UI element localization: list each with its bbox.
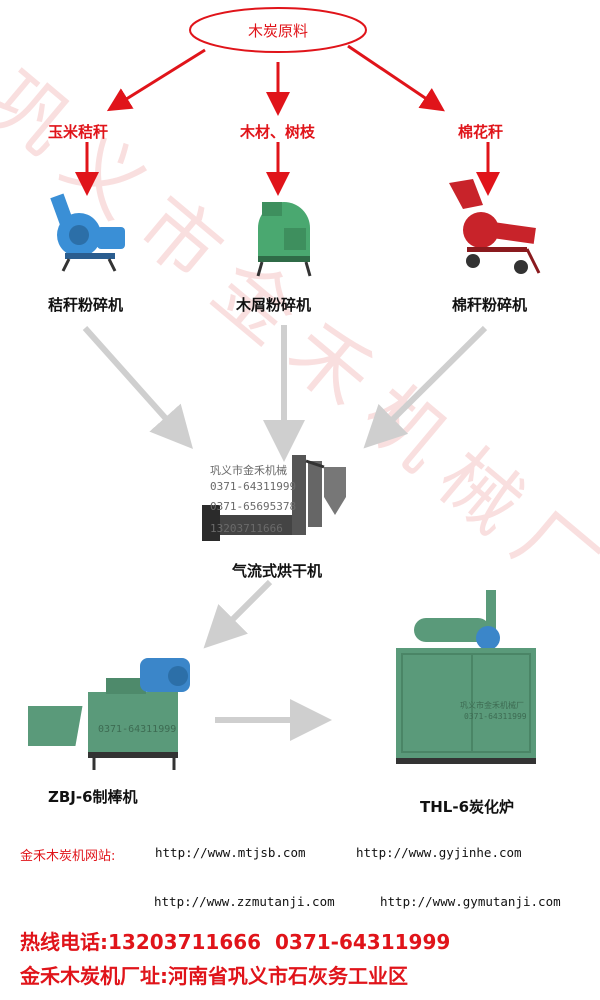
arrow-dryer-to-briquette [203, 579, 273, 649]
raw-material-root: 木炭原料 [188, 6, 368, 54]
furnace-image [396, 590, 536, 764]
arrow-crusher3-to-dryer [363, 325, 488, 449]
url-gymutanji[interactable]: http://www.gymutanji.com [380, 894, 561, 909]
dryer-label: 气流式烘干机 [232, 562, 323, 580]
briquette-machine-label: ZBJ-6制棒机 [48, 788, 138, 806]
url-gyjinhe[interactable]: http://www.gyjinhe.com [356, 845, 522, 860]
furnace-plate-line2: 0371-64311999 [464, 712, 527, 721]
hotline-text: 热线电话:13203711666 0371-64311999 [20, 930, 451, 954]
dryer-overlay-phone1: 0371-64311999 [210, 480, 297, 493]
url-zzmutanji[interactable]: http://www.zzmutanji.com [154, 894, 335, 909]
arrow-root-to-corn [106, 48, 206, 112]
dryer-overlay-phone3: 13203711666 [210, 522, 283, 535]
crusher-label-cotton: 棉秆粉碎机 [452, 296, 528, 314]
raw-material-corn: 玉米秸秆 [48, 123, 109, 141]
furnace-plate-line1: 巩义市金禾机械厂 [460, 701, 524, 710]
straw-crusher-image [50, 193, 125, 272]
address-text: 金禾木炭机厂址:河南省巩义市石灰务工业区 [20, 964, 408, 988]
crusher-label-straw: 秸秆粉碎机 [48, 296, 124, 314]
root-ellipse [189, 7, 367, 53]
cotton-crusher-image [449, 179, 541, 274]
raw-material-wood: 木材、树枝 [240, 123, 316, 141]
url-mtjsb[interactable]: http://www.mtjsb.com [155, 845, 306, 860]
raw-material-cotton: 棉花秆 [458, 123, 504, 141]
arrow-crusher1-to-dryer [82, 326, 193, 449]
dryer-image [202, 455, 346, 541]
briquette-plate-text: 0371-64311999 [98, 724, 177, 735]
dryer-overlay-company: 巩义市金禾机械 [210, 464, 287, 477]
crusher-label-wood: 木屑粉碎机 [236, 296, 312, 314]
wood-crusher-image [256, 202, 312, 277]
dryer-overlay-phone2: 0371-65695378 [210, 500, 297, 513]
website-label: 金禾木炭机网站: [20, 849, 116, 864]
briquette-machine-image [28, 658, 190, 770]
root-label: 木炭原料 [247, 22, 308, 40]
furnace-label: THL-6炭化炉 [420, 798, 515, 816]
arrow-root-to-cotton [347, 44, 445, 112]
